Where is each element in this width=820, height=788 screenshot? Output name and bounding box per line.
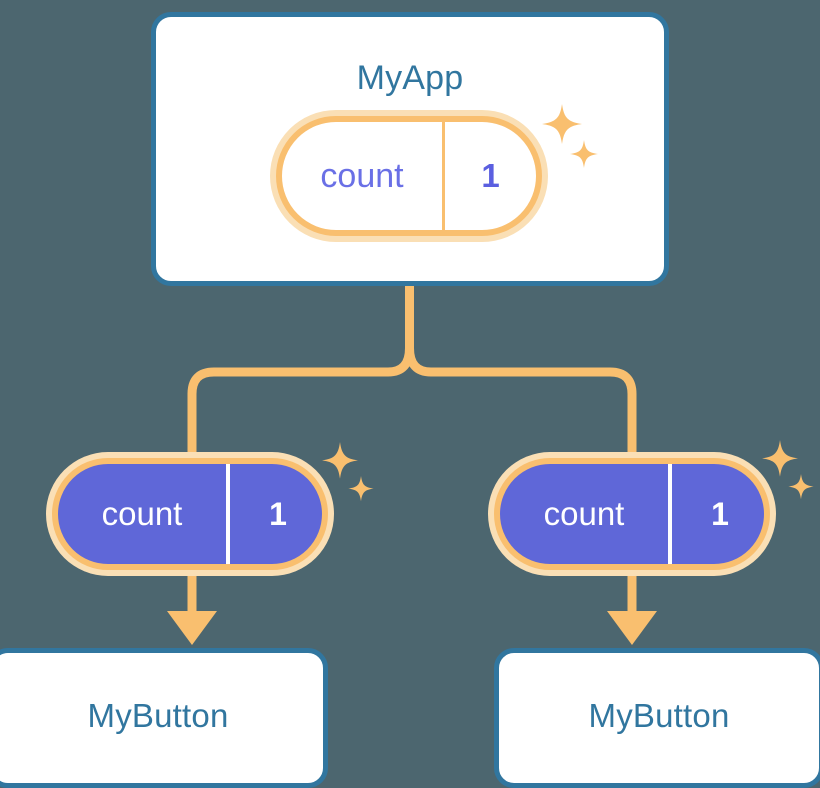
state-value-label: 1 xyxy=(226,464,322,564)
state-pill-glow: count 1 xyxy=(488,452,776,576)
component-card-label: MyButton xyxy=(87,697,229,734)
state-pill-body: count 1 xyxy=(276,116,542,236)
diagram-canvas: MyApp count 1 count 1 count xyxy=(0,12,820,788)
arrow-head-left xyxy=(167,611,217,645)
state-key-label: count xyxy=(101,495,183,532)
state-key-label: count xyxy=(320,156,404,195)
component-card-mybutton-left[interactable]: MyButton xyxy=(0,648,328,788)
state-pill-mybutton-right[interactable]: count 1 xyxy=(488,452,776,576)
state-value-label: 1 xyxy=(442,122,536,230)
arrow-head-right xyxy=(607,611,657,645)
state-pill-body: count 1 xyxy=(52,458,328,570)
state-pill-body: count 1 xyxy=(494,458,770,570)
component-card-mybutton-right[interactable]: MyButton xyxy=(494,648,820,788)
component-card-label: MyButton xyxy=(588,697,730,734)
state-pill-mybutton-left[interactable]: count 1 xyxy=(46,452,334,576)
state-pill-glow: count 1 xyxy=(46,452,334,576)
state-value-label: 1 xyxy=(668,464,764,564)
state-pill-myapp[interactable]: count 1 xyxy=(270,110,548,242)
state-pill-glow: count 1 xyxy=(270,110,548,242)
page-title: MyApp xyxy=(356,59,464,97)
state-key-label: count xyxy=(543,495,625,532)
